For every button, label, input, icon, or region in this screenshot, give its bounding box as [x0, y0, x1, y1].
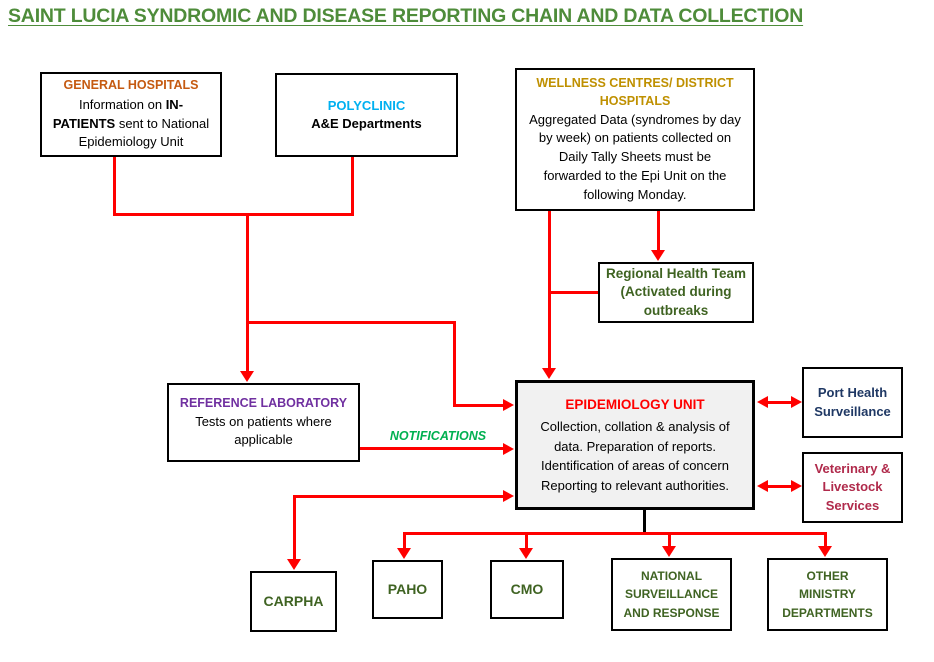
- arrowhead-into-paho: [397, 548, 411, 559]
- connector-epi-bottom-black: [643, 510, 646, 535]
- arrowhead-into-rht: [651, 250, 665, 261]
- wellness-header-line1: WELLNESS CENTRES/ DISTRICT: [536, 76, 734, 91]
- connector-carpha-horizontal: [293, 495, 504, 498]
- veterinary-line: Veterinary &: [814, 461, 891, 477]
- nsr-line: NATIONAL: [640, 568, 703, 583]
- epidemiology-unit-body-line: Identification of areas of concern: [541, 458, 729, 474]
- epidemiology-unit-body-line: Collection, collation & analysis of: [540, 419, 730, 435]
- veterinary-line: Livestock: [822, 479, 883, 495]
- connector-notifications: [360, 447, 504, 450]
- connector-join-horizontal: [113, 213, 354, 216]
- reference-laboratory-body-line: Tests on patients where: [195, 413, 332, 429]
- connector-polyclinic-down: [351, 157, 354, 216]
- wellness-body-line: Aggregated Data (syndromes by day: [529, 111, 741, 127]
- box-national-surveillance-response: NATIONAL SURVEILLANCE AND RESPONSE: [611, 558, 732, 631]
- box-epidemiology-unit: EPIDEMIOLOGY UNIT Collection, collation …: [515, 380, 755, 510]
- arrowhead-into-reference-lab: [240, 371, 254, 382]
- arrowhead-into-epi-top: [542, 368, 556, 379]
- wellness-body-line: Daily Tally Sheets must be: [558, 149, 712, 165]
- box-other-ministry-departments: OTHER MINISTRY DEPARTMENTS: [767, 558, 888, 631]
- wellness-body-line: by week) on patients collected on: [538, 130, 732, 146]
- arrowhead-port-health-to-epi: [757, 396, 768, 408]
- connector-branch-into-epi: [453, 404, 504, 407]
- connector-drop-omd: [824, 532, 827, 547]
- connector-branch-vertical: [453, 321, 456, 407]
- arrowhead-into-carpha: [287, 559, 301, 570]
- epidemiology-unit-header: EPIDEMIOLOGY UNIT: [565, 396, 705, 412]
- box-reference-laboratory: REFERENCE LABORATORY Tests on patients w…: [167, 383, 360, 462]
- connector-drop-paho: [403, 532, 406, 549]
- box-paho: PAHO: [372, 560, 443, 619]
- rht-line: outbreaks: [643, 302, 709, 318]
- paho-label: PAHO: [387, 580, 428, 597]
- box-general-hospitals: GENERAL HOSPITALS Information on IN- PAT…: [40, 72, 222, 157]
- connector-general-hospitals-down: [113, 157, 116, 216]
- wellness-header-line2: HOSPITALS: [599, 94, 671, 109]
- wellness-body-line: following Monday.: [583, 186, 687, 202]
- wellness-body-line: forwarded to the Epi Unit on the: [543, 168, 727, 184]
- general-hospitals-header: GENERAL HOSPITALS: [63, 78, 199, 93]
- epidemiology-unit-body-line: data. Preparation of reports.: [554, 438, 716, 454]
- veterinary-line: Services: [825, 497, 880, 513]
- nsr-line: SURVEILLANCE: [624, 587, 719, 602]
- nsr-line: AND RESPONSE: [623, 605, 720, 620]
- connector-fanout-horizontal: [403, 532, 827, 535]
- connector-carpha-vertical: [293, 495, 296, 560]
- connector-drop-nsr: [668, 532, 671, 547]
- box-cmo: CMO: [490, 560, 564, 619]
- port-health-line: Port Health: [817, 385, 888, 401]
- connector-rht-link: [548, 291, 598, 294]
- arrowhead-into-nsr: [662, 546, 676, 557]
- box-wellness-centres: WELLNESS CENTRES/ DISTRICT HOSPITALS Agg…: [515, 68, 755, 211]
- arrowhead-into-omd: [818, 546, 832, 557]
- box-veterinary-livestock: Veterinary & Livestock Services: [802, 452, 903, 523]
- polyclinic-header: POLYCLINIC: [327, 97, 406, 113]
- omd-line: DEPARTMENTS: [782, 605, 873, 620]
- arrowhead-into-cmo: [519, 548, 533, 559]
- epidemiology-unit-body-line: Reporting to relevant authorities.: [541, 477, 729, 493]
- arrowhead-notifications-into-epi: [503, 443, 514, 455]
- arrowhead-carpha-into-epi: [503, 490, 514, 502]
- reference-laboratory-body-line: applicable: [234, 432, 293, 448]
- connector-drop-cmo: [525, 532, 528, 549]
- reference-laboratory-header: REFERENCE LABORATORY: [179, 396, 348, 411]
- polyclinic-body: A&E Departments: [311, 116, 422, 131]
- rht-line: Regional Health Team: [605, 266, 747, 282]
- general-hospitals-body-line2: PATIENTS sent to National: [52, 115, 210, 131]
- connector-branch-horizontal: [246, 321, 456, 324]
- diagram-title: SAINT LUCIA SYNDROMIC AND DISEASE REPORT…: [8, 5, 804, 27]
- carpha-label: CARPHA: [263, 592, 324, 609]
- cmo-label: CMO: [510, 580, 544, 597]
- omd-line: MINISTRY: [799, 587, 856, 602]
- general-hospitals-body-line1: Information on IN-: [78, 97, 184, 113]
- arrowhead-epi-to-port-health: [791, 396, 802, 408]
- arrowhead-veterinary-to-epi: [757, 480, 768, 492]
- box-port-health-surveillance: Port Health Surveillance: [802, 367, 903, 438]
- arrowhead-branch-into-epi: [503, 399, 514, 411]
- connector-veterinary: [766, 485, 794, 488]
- general-hospitals-body-line3: Epidemiology Unit: [78, 134, 184, 150]
- connector-wellness-to-epi: [548, 211, 551, 370]
- connector-to-reference-lab: [246, 213, 249, 372]
- port-health-line: Surveillance: [814, 403, 891, 419]
- omd-line: OTHER: [806, 568, 849, 583]
- rht-line: (Activated during: [620, 284, 732, 300]
- box-carpha: CARPHA: [250, 571, 337, 632]
- notifications-label: NOTIFICATIONS: [389, 429, 487, 443]
- connector-wellness-to-rht: [657, 211, 660, 252]
- arrowhead-epi-to-veterinary: [791, 480, 802, 492]
- box-regional-health-team: Regional Health Team (Activated during o…: [598, 262, 754, 323]
- connector-port-health: [766, 401, 794, 404]
- box-polyclinic: POLYCLINIC A&E Departments: [275, 73, 458, 157]
